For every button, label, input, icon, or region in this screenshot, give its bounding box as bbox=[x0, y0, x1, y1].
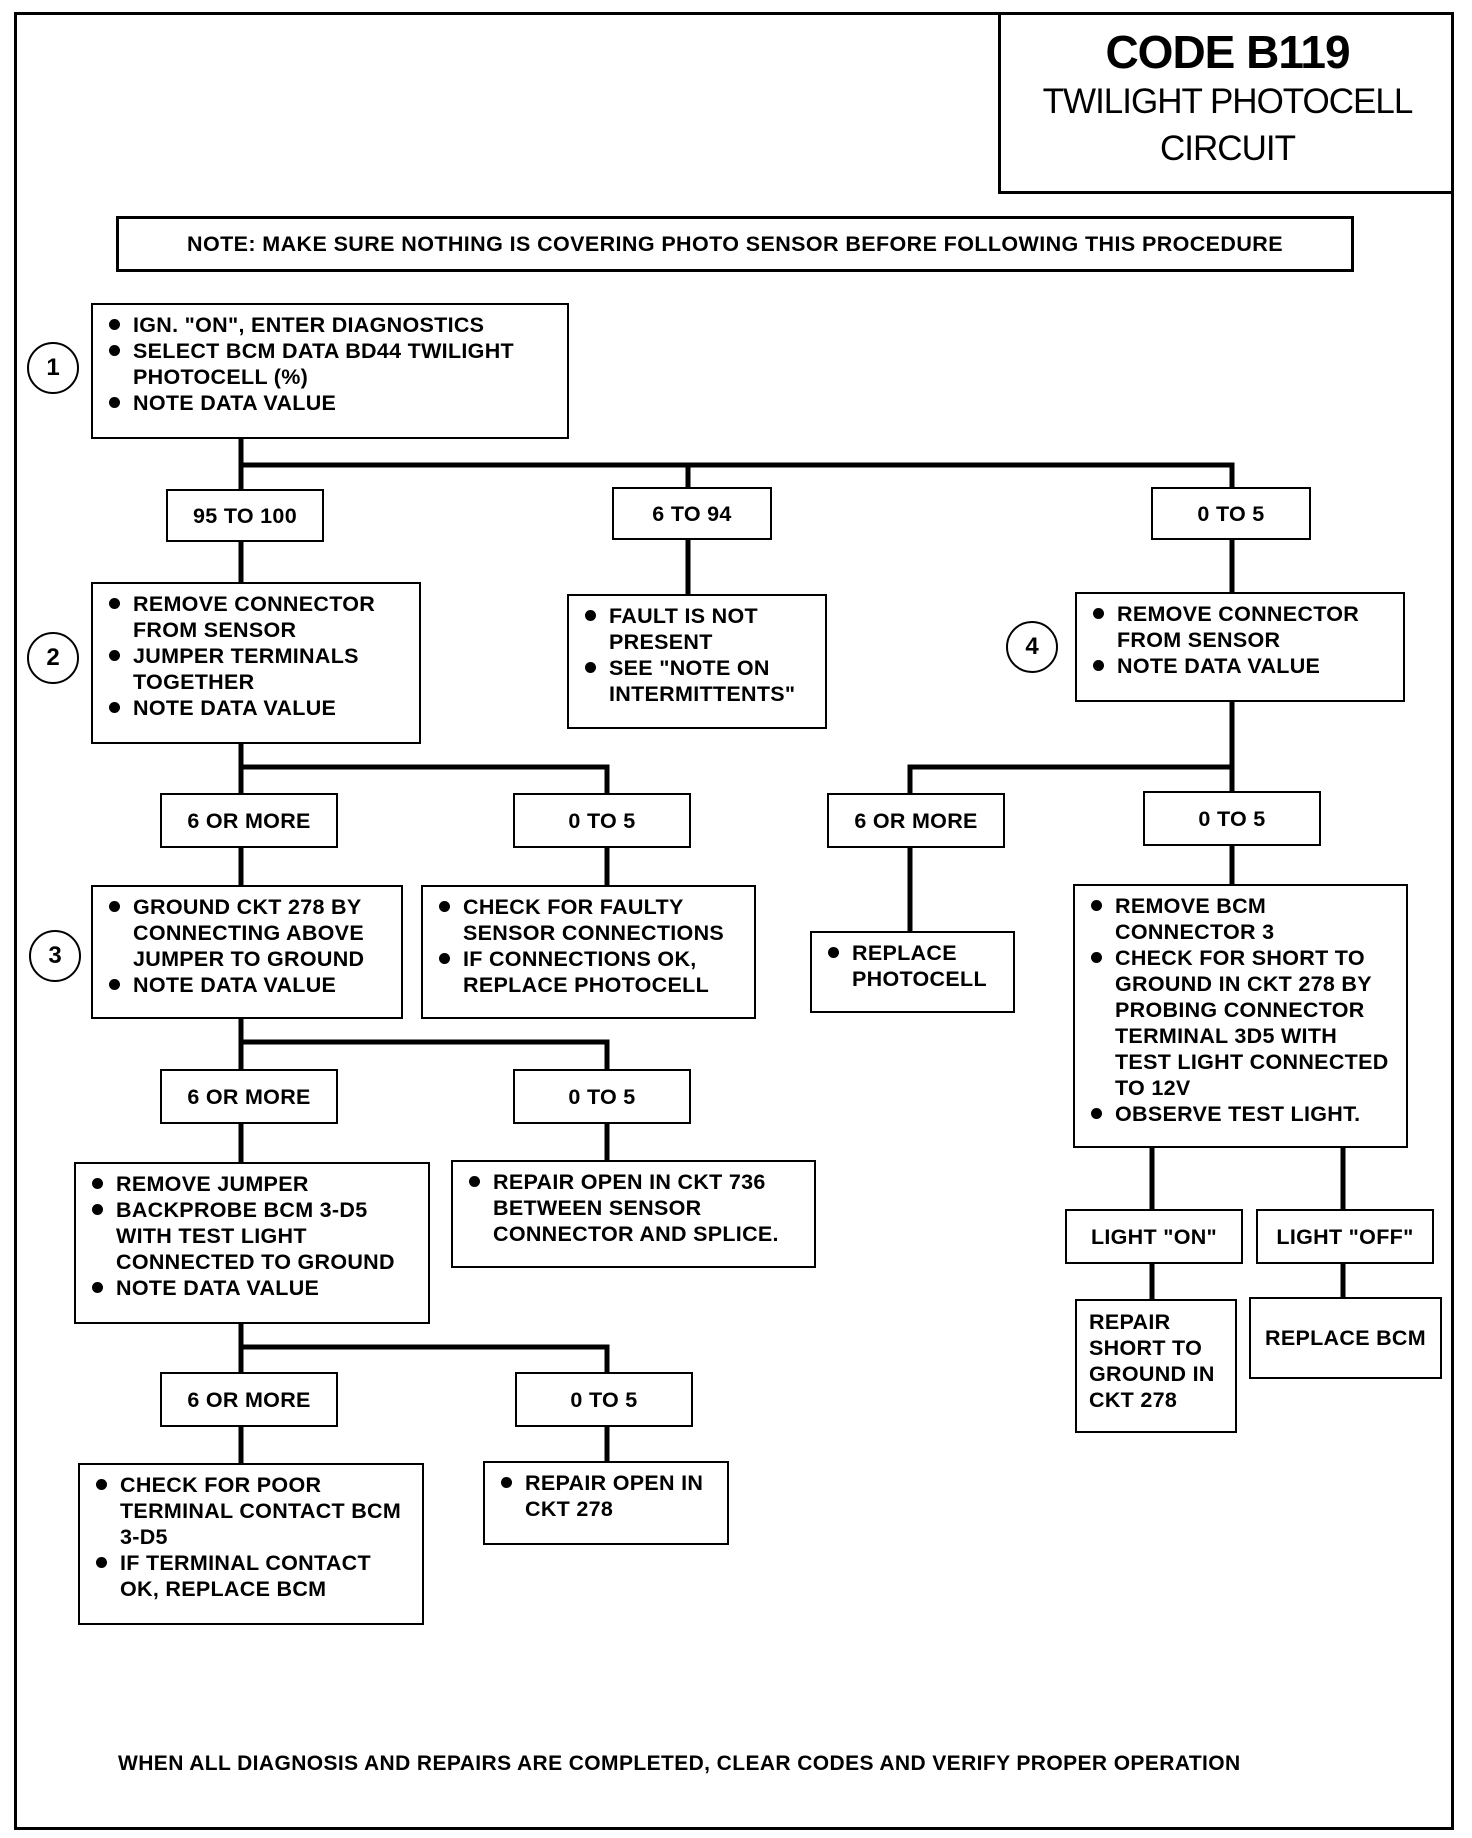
remove-bcm-item: CHECK FOR SHORT TO GROUND IN CKT 278 BY … bbox=[1089, 945, 1396, 1101]
check-faulty-item: IF CONNECTIONS OK, REPLACE PHOTOCELL bbox=[437, 946, 744, 998]
label-6-or-more: 6 OR MORE bbox=[160, 1069, 338, 1124]
label-light-on: LIGHT "ON" bbox=[1065, 1209, 1243, 1264]
step4-item: NOTE DATA VALUE bbox=[1091, 653, 1393, 679]
step2-item: REMOVE CONNECTOR FROM SENSOR bbox=[107, 591, 409, 643]
label-95-to-100: 95 TO 100 bbox=[166, 489, 324, 542]
label-0-to-5: 0 TO 5 bbox=[513, 793, 691, 848]
connector-step3 bbox=[238, 1015, 610, 1073]
title-code: CODE B119 bbox=[1105, 26, 1350, 78]
remove-jumper-item: BACKPROBE BCM 3-D5 WITH TEST LIGHT CONNE… bbox=[90, 1197, 418, 1275]
step1-box: IGN. "ON", ENTER DIAGNOSTICS SELECT BCM … bbox=[91, 303, 569, 439]
check-poor-item: IF TERMINAL CONTACT OK, REPLACE BCM bbox=[94, 1550, 412, 1602]
remove-bcm-connector-box: REMOVE BCM CONNECTOR 3 CHECK FOR SHORT T… bbox=[1073, 884, 1408, 1148]
label-6-to-94: 6 TO 94 bbox=[612, 487, 772, 540]
label-0-to-5: 0 TO 5 bbox=[513, 1069, 691, 1124]
step2-item: NOTE DATA VALUE bbox=[107, 695, 409, 721]
title-block: CODE B119 TWILIGHT PHOTOCELL CIRCUIT bbox=[998, 12, 1454, 194]
check-poor-item: CHECK FOR POOR TERMINAL CONTACT BCM 3-D5 bbox=[94, 1472, 412, 1550]
footer-instruction: WHEN ALL DIAGNOSIS AND REPAIRS ARE COMPL… bbox=[118, 1752, 1241, 1775]
label-0-to-5: 0 TO 5 bbox=[515, 1372, 693, 1427]
repair-open-ckt-736-box: REPAIR OPEN IN CKT 736 BETWEEN SENSOR CO… bbox=[451, 1160, 816, 1268]
remove-jumper-item: NOTE DATA VALUE bbox=[90, 1275, 418, 1301]
step4-item: REMOVE CONNECTOR FROM SENSOR bbox=[1091, 601, 1393, 653]
connector-remove-jumper bbox=[238, 1320, 610, 1376]
connector-step4 bbox=[907, 698, 1235, 797]
label-6-or-more: 6 OR MORE bbox=[827, 793, 1005, 848]
step-3-marker: 3 bbox=[29, 930, 81, 982]
step-1-marker: 1 bbox=[27, 342, 79, 394]
step1-item: NOTE DATA VALUE bbox=[107, 390, 557, 416]
repair-open-736-item: REPAIR OPEN IN CKT 736 BETWEEN SENSOR CO… bbox=[467, 1169, 804, 1247]
remove-bcm-item: REMOVE BCM CONNECTOR 3 bbox=[1089, 893, 1396, 945]
label-0-to-5: 0 TO 5 bbox=[1143, 791, 1321, 846]
note-banner: NOTE: MAKE SURE NOTHING IS COVERING PHOT… bbox=[116, 216, 1354, 272]
step3-item: GROUND CKT 278 BY CONNECTING ABOVE JUMPE… bbox=[107, 894, 391, 972]
check-poor-contact-box: CHECK FOR POOR TERMINAL CONTACT BCM 3-D5… bbox=[78, 1463, 424, 1625]
remove-jumper-item: REMOVE JUMPER bbox=[90, 1171, 418, 1197]
step1-item: IGN. "ON", ENTER DIAGNOSTICS bbox=[107, 312, 557, 338]
step1-item: SELECT BCM DATA BD44 TWILIGHT PHOTOCELL … bbox=[107, 338, 557, 390]
connector-step2 bbox=[238, 740, 610, 797]
step4-box: REMOVE CONNECTOR FROM SENSOR NOTE DATA V… bbox=[1075, 592, 1405, 702]
label-6-or-more: 6 OR MORE bbox=[160, 1372, 338, 1427]
fault-item: FAULT IS NOT PRESENT bbox=[583, 603, 815, 655]
fault-not-present-box: FAULT IS NOT PRESENT SEE "NOTE ON INTERM… bbox=[567, 594, 827, 729]
repair-open-278-item: REPAIR OPEN IN CKT 278 bbox=[499, 1470, 717, 1522]
check-faulty-item: CHECK FOR FAULTY SENSOR CONNECTIONS bbox=[437, 894, 744, 946]
title-line-2: CIRCUIT bbox=[1160, 129, 1296, 168]
replace-photocell-item: REPLACE PHOTOCELL bbox=[826, 940, 1003, 992]
title-line-1: TWILIGHT PHOTOCELL bbox=[1042, 82, 1414, 121]
fault-item: SEE "NOTE ON INTERMITTENTS" bbox=[583, 655, 815, 707]
remove-jumper-box: REMOVE JUMPER BACKPROBE BCM 3-D5 WITH TE… bbox=[74, 1162, 430, 1324]
connector-remove-bcm bbox=[1149, 1144, 1346, 1213]
step3-item: NOTE DATA VALUE bbox=[107, 972, 391, 998]
remove-bcm-item: OBSERVE TEST LIGHT. bbox=[1089, 1101, 1396, 1127]
repair-short-box: REPAIR SHORT TO GROUND IN CKT 278 bbox=[1075, 1299, 1237, 1433]
step3-box: GROUND CKT 278 BY CONNECTING ABOVE JUMPE… bbox=[91, 885, 403, 1019]
check-faulty-connections-box: CHECK FOR FAULTY SENSOR CONNECTIONS IF C… bbox=[421, 885, 756, 1019]
step2-box: REMOVE CONNECTOR FROM SENSOR JUMPER TERM… bbox=[91, 582, 421, 744]
label-0-to-5: 0 TO 5 bbox=[1151, 487, 1311, 540]
step-2-marker: 2 bbox=[27, 632, 79, 684]
label-6-or-more: 6 OR MORE bbox=[160, 793, 338, 848]
replace-photocell-box: REPLACE PHOTOCELL bbox=[810, 931, 1015, 1013]
repair-open-ckt-278-box: REPAIR OPEN IN CKT 278 bbox=[483, 1461, 729, 1545]
step2-item: JUMPER TERMINALS TOGETHER bbox=[107, 643, 409, 695]
page-frame bbox=[14, 12, 1454, 1830]
label-light-off: LIGHT "OFF" bbox=[1256, 1209, 1434, 1264]
step-4-marker: 4 bbox=[1006, 621, 1058, 673]
replace-bcm-box: REPLACE BCM bbox=[1249, 1297, 1442, 1379]
